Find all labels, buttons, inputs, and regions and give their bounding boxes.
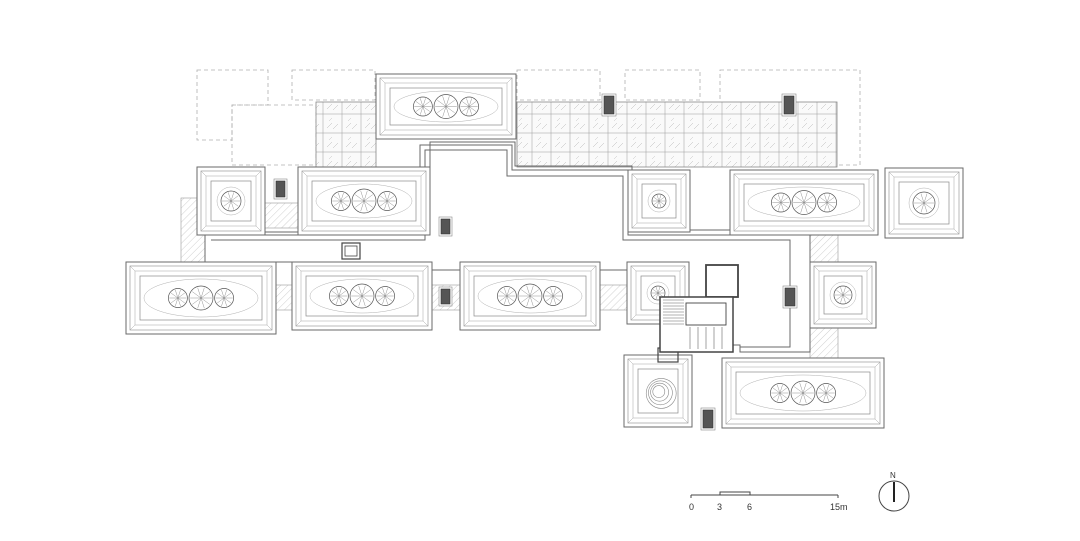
planter-box	[291, 261, 433, 331]
planter-box	[196, 166, 266, 236]
roof-hatch-west	[341, 242, 361, 260]
planter-box	[721, 357, 885, 429]
tree-canopy	[517, 283, 543, 309]
scale-tick-3: 3	[717, 502, 722, 512]
planter-box	[627, 169, 691, 233]
tree-canopy	[770, 383, 790, 403]
tree-canopy	[168, 288, 188, 308]
vent-unit	[601, 93, 617, 117]
tree-canopy	[377, 191, 397, 211]
stair-core	[659, 264, 739, 353]
roof-hatch-west-inner	[344, 245, 358, 257]
tree-canopy	[650, 285, 666, 301]
tree-canopy	[497, 286, 517, 306]
vent-unit	[438, 286, 453, 307]
tree-canopy	[771, 192, 791, 213]
tree-canopy	[459, 96, 479, 117]
planter-box	[375, 73, 517, 140]
planter-box	[459, 261, 601, 331]
tree-canopy	[329, 286, 349, 306]
planter-box	[884, 167, 964, 239]
vent-unit	[781, 93, 797, 117]
tree-canopy	[816, 383, 836, 403]
scale-tick-0: 0	[689, 502, 694, 512]
elevator-shaft	[705, 264, 739, 298]
tree-canopy	[817, 192, 837, 213]
north-label: N	[890, 471, 896, 480]
tree-canopy	[833, 285, 853, 305]
tree-canopy	[912, 191, 936, 215]
tree-canopy	[651, 193, 667, 209]
tree-canopy	[188, 285, 214, 311]
skylight-west	[315, 101, 377, 168]
planter-box	[297, 166, 431, 236]
planter-box	[125, 261, 277, 335]
tree-canopy	[433, 94, 459, 119]
tree-canopy	[214, 288, 234, 308]
tree-canopy	[220, 190, 242, 212]
planter-box	[809, 261, 877, 329]
spiral-planting	[645, 378, 677, 409]
vent-unit	[438, 216, 453, 237]
tree-canopy	[331, 191, 351, 211]
vent-unit	[700, 407, 716, 431]
stair-landing	[685, 302, 727, 326]
vent-group	[273, 93, 798, 431]
scale-tick-6: 6	[747, 502, 752, 512]
tree-canopy	[791, 190, 817, 215]
tree-canopy	[375, 286, 395, 306]
tree-canopy	[790, 380, 816, 406]
planter-box	[623, 354, 693, 428]
stair-treads	[663, 299, 723, 349]
north-arrow-circle	[878, 480, 910, 512]
vent-unit	[782, 285, 798, 309]
tree-canopy	[351, 188, 377, 214]
scale-tick-15m: 15m	[830, 502, 848, 512]
tree-canopy	[413, 96, 433, 117]
scale-bar-line	[690, 491, 839, 498]
scale-bar: 0 3 6 15m	[689, 491, 848, 512]
tree-canopy	[543, 286, 563, 306]
tree-canopy	[349, 283, 375, 309]
planter-group	[125, 73, 964, 429]
north-arrow: N	[878, 471, 910, 512]
vent-unit	[273, 178, 288, 200]
planter-box	[729, 169, 879, 236]
